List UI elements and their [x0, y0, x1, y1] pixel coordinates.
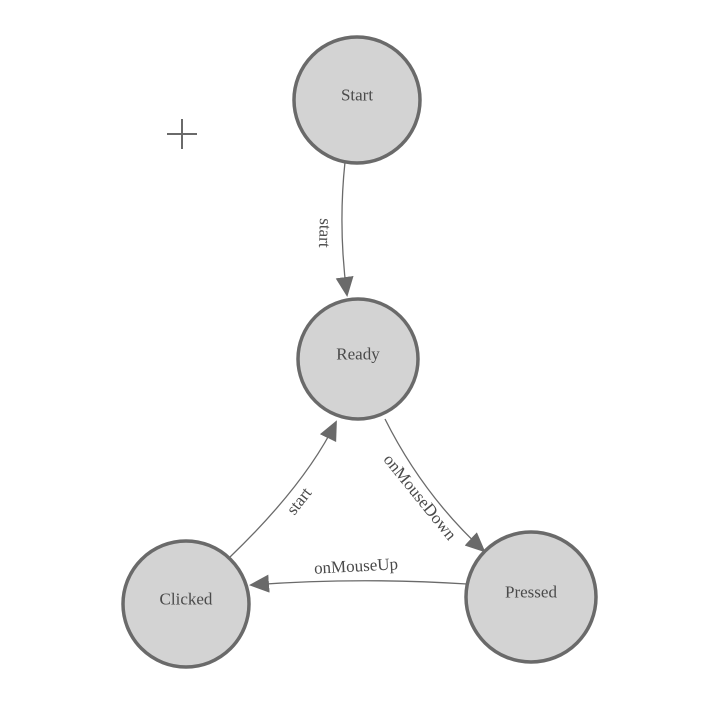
transition-edge-pressed-to-clicked[interactable]: onMouseUp: [249, 554, 468, 593]
state-circle[interactable]: [292, 35, 422, 165]
state-label: Clicked: [160, 590, 213, 609]
transition-label: start: [315, 218, 335, 248]
transition-path[interactable]: [384, 418, 486, 553]
state-node-clicked[interactable]: Clicked: [121, 539, 251, 669]
state-label: Pressed: [505, 583, 557, 602]
transition-path[interactable]: [229, 420, 337, 558]
plus-marker-icon: [167, 119, 197, 149]
transition-label: onMouseDown: [380, 450, 461, 544]
transition-edge-start-to-ready[interactable]: start: [315, 161, 354, 297]
state-circle[interactable]: [296, 297, 420, 421]
transition-path[interactable]: [335, 161, 354, 297]
state-label: Ready: [336, 345, 380, 364]
overlay-layer: [167, 119, 197, 149]
transition-edge-ready-to-pressed[interactable]: onMouseDown: [380, 418, 486, 553]
state-label: Start: [341, 86, 373, 105]
state-circle[interactable]: [121, 539, 251, 669]
transition-label: start: [283, 483, 316, 518]
state-node-pressed[interactable]: Pressed: [464, 530, 598, 664]
transition-path[interactable]: [249, 574, 468, 593]
state-node-ready[interactable]: Ready: [296, 297, 420, 421]
transition-edge-clicked-to-ready[interactable]: start: [229, 420, 337, 558]
transition-label: onMouseUp: [314, 554, 399, 577]
state-circle[interactable]: [464, 530, 598, 664]
state-node-start[interactable]: Start: [292, 35, 422, 165]
